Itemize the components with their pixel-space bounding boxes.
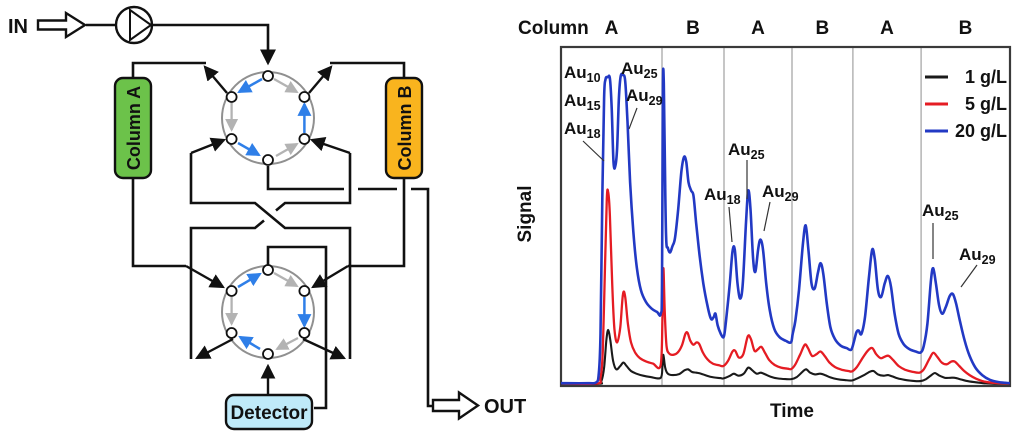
valve-ports xyxy=(225,70,311,166)
peak-pointer-line xyxy=(728,206,733,243)
flow-diagram: IN xyxy=(8,5,526,431)
column-b-box xyxy=(384,76,424,180)
pipe-to-columnB-top xyxy=(330,61,406,77)
out-label: OUT xyxy=(484,396,526,418)
arrow-into-valve1-lower-left xyxy=(190,137,227,155)
x-axis-label: Time xyxy=(770,401,814,422)
series-20-g-L xyxy=(561,67,1010,385)
pipe-to-columnA-top xyxy=(131,61,206,77)
column-header-label: Column xyxy=(518,18,589,39)
in-flow-arrow-icon xyxy=(36,10,88,40)
arrow-out-valve2-lower-right xyxy=(302,337,347,360)
detector-box xyxy=(224,393,314,431)
pipe-valve2-to-detector xyxy=(266,245,328,410)
pump-triangle-icon xyxy=(129,8,153,42)
arrow-into-valve1-lower-right xyxy=(309,137,351,155)
peak-pointer-line xyxy=(582,140,605,162)
pipe-cross-b2 xyxy=(189,219,265,359)
in-label: IN xyxy=(8,16,28,38)
peak-pointer-line xyxy=(960,264,978,288)
valve-active-flow-arrows xyxy=(237,77,312,157)
peak-label-Au29: Au29 xyxy=(626,86,663,108)
pipe-cross-b1 xyxy=(275,153,352,212)
pipe-columnA-to-valve2 xyxy=(131,179,186,268)
column-letter-1: A xyxy=(605,18,619,39)
column-a-label: Column A xyxy=(124,86,144,170)
valve-bottom xyxy=(221,264,315,360)
column-letter-3: A xyxy=(751,18,765,39)
valve-active-flow-arrows xyxy=(237,272,312,351)
plot-border xyxy=(559,45,1012,388)
peak-label-Au18: Au18 xyxy=(564,119,601,141)
peak-label-Au29: Au29 xyxy=(959,245,996,267)
arrow-out-valve2-lower-left xyxy=(195,337,234,360)
column-letter-6: B xyxy=(959,18,973,39)
peak-label-Au10: Au10 xyxy=(564,63,601,85)
legend-label-1: 1 g/L xyxy=(965,67,1007,87)
y-axis-label: Signal xyxy=(515,185,536,242)
pipe-valve1-to-out xyxy=(266,166,433,408)
valve-ring-icon xyxy=(221,265,315,359)
valve-top xyxy=(221,70,315,166)
valve-inactive-flow-arrows xyxy=(225,271,299,351)
detector-label: Detector xyxy=(230,403,308,424)
column-letter-4: B xyxy=(816,18,830,39)
peak-label-Au25: Au25 xyxy=(728,140,765,162)
valve-inactive-flow-arrows xyxy=(225,77,299,157)
arrow-into-valve2-upper-right xyxy=(311,264,349,289)
peak-label-Au18: Au18 xyxy=(704,185,741,207)
peak-pointer-line xyxy=(763,201,771,232)
series-1-g-L xyxy=(561,328,1010,386)
peak-label-Au15: Au15 xyxy=(564,91,601,113)
arrow-into-valve2-upper-left xyxy=(185,264,225,289)
peak-label-Au29: Au29 xyxy=(762,182,799,204)
peak-label-Au25: Au25 xyxy=(922,201,959,223)
pipe-cross-a xyxy=(189,153,352,359)
column-letter-5: A xyxy=(880,18,894,39)
legend-label-2: 5 g/L xyxy=(965,94,1007,114)
column-letter-2: B xyxy=(686,18,700,39)
peak-label-Au25: Au25 xyxy=(621,59,658,81)
arrow-valve1-to-columnA xyxy=(203,65,228,94)
column-b-label: Column B xyxy=(395,86,415,171)
legend-label-3: 20 g/L xyxy=(955,121,1007,141)
out-flow-arrow-icon xyxy=(431,390,481,421)
arrow-valve1-to-columnB xyxy=(308,65,333,94)
pipe-pump-to-valve1 xyxy=(152,23,277,66)
column-a-box xyxy=(113,76,153,180)
series-5-g-L xyxy=(561,188,1010,386)
pipe-columnB-to-valve2 xyxy=(348,179,406,268)
chromatogram-chart: Column Signal Time A B A B A B 1 g/L 5 g/L 20 g/… xyxy=(515,18,1012,422)
peak-pointer-line xyxy=(628,107,638,130)
valve-ring-icon xyxy=(221,71,315,165)
